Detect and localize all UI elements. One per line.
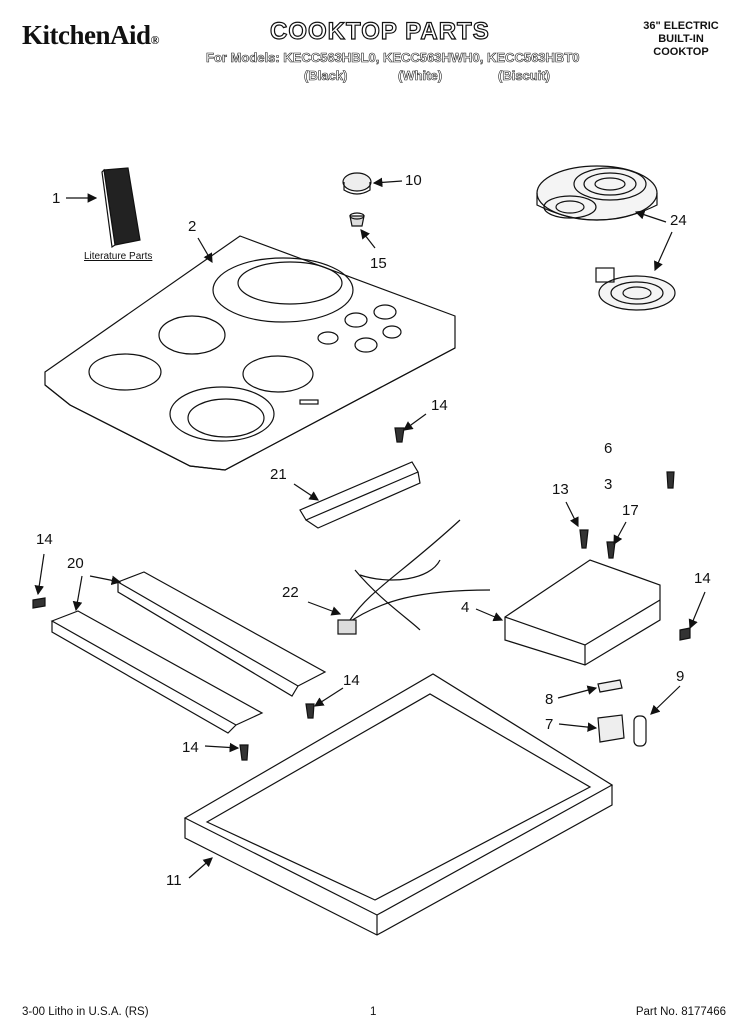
callout-9: 9 (676, 668, 685, 685)
bracket-21 (299, 461, 421, 529)
callout-2: 2 (188, 218, 197, 235)
bottom-pan (183, 673, 614, 936)
cooktop-glass (44, 235, 456, 471)
page-title: COOKTOP PARTS (269, 17, 490, 45)
callout-8: 8 (545, 691, 554, 708)
callout-11: 11 (166, 872, 182, 889)
callout-6: 6 (604, 440, 613, 457)
color-white: (White) (398, 68, 443, 84)
switch-parts (597, 679, 647, 747)
color-black: (Black) (304, 68, 348, 84)
callout-10: 10 (405, 172, 422, 189)
color-biscuit: (Biscuit) (498, 68, 551, 84)
literature-book (101, 167, 141, 249)
leader-lines (34, 177, 706, 879)
callout-14-top: 14 (431, 397, 448, 414)
product-type: 36" ELECTRIC BUILT-IN COOKTOP (636, 20, 726, 59)
litho-text: 3-00 Litho in U.S.A. (RS) (22, 1006, 149, 1018)
surface-elements (536, 165, 676, 311)
literature-parts-label: Literature Parts (84, 251, 153, 262)
page-number: 1 (370, 1006, 377, 1018)
support-rails (50, 571, 327, 734)
control-box (504, 559, 661, 666)
callout-15: 15 (370, 255, 387, 272)
callout-4: 4 (461, 599, 470, 616)
callout-24: 24 (670, 212, 687, 229)
callout-7: 7 (545, 716, 554, 733)
callout-20: 20 (67, 555, 84, 572)
control-knob (342, 172, 372, 227)
product-type-line-1: 36" ELECTRIC (643, 20, 719, 32)
callout-14-mid: 14 (343, 672, 360, 689)
wiring-harness (337, 519, 491, 635)
part-number: Part No. 8177466 (635, 1006, 726, 1018)
product-type-line-3: COOKTOP (653, 46, 709, 58)
callout-14-right: 14 (694, 570, 711, 587)
callout-22: 22 (282, 584, 299, 601)
callout-17: 17 (622, 502, 639, 519)
callout-14-left: 14 (36, 531, 53, 548)
callout-1: 1 (52, 190, 61, 207)
models-line: For Models: KECC563HBL0, KECC563HWH0, KE… (206, 50, 580, 66)
callout-21: 21 (270, 466, 287, 483)
callout-3: 3 (604, 476, 613, 493)
product-type-line-2: BUILT-IN (658, 33, 704, 45)
brand-logo: KitchenAid® (22, 20, 160, 50)
callout-13: 13 (552, 481, 569, 498)
callout-14-bottom: 14 (182, 739, 199, 756)
screws (32, 427, 691, 761)
